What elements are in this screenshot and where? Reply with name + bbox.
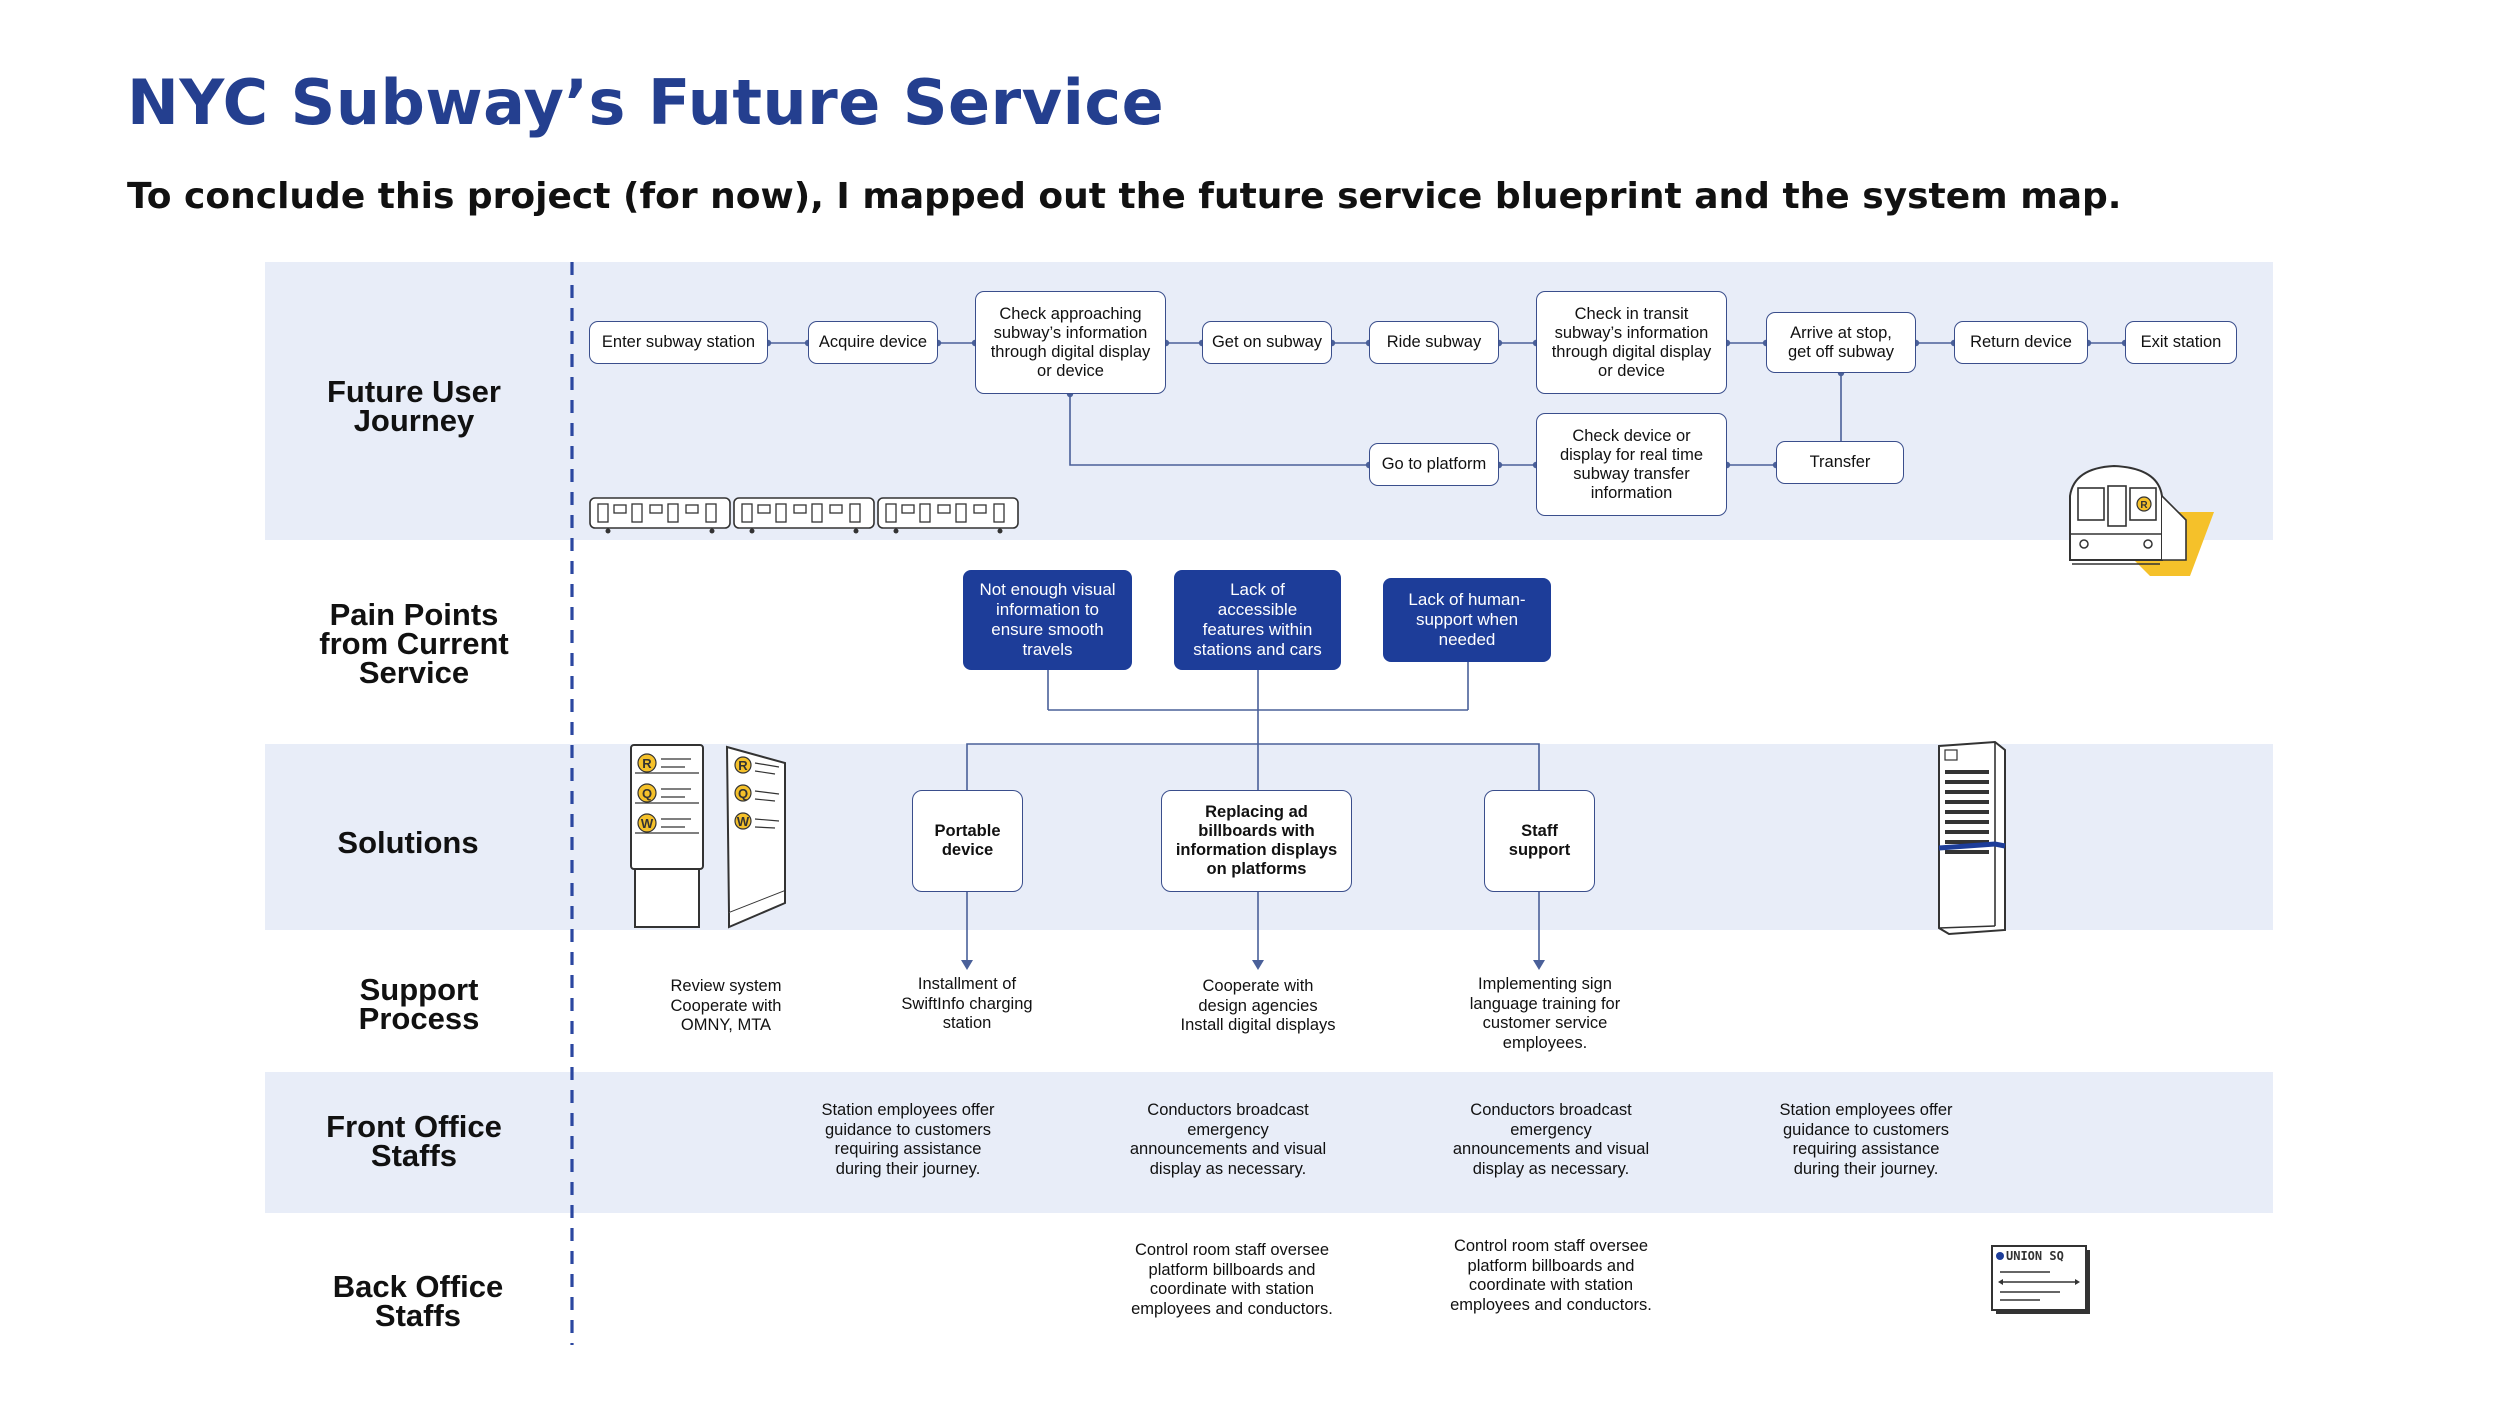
journey-step-get-on-subway: Get on subway <box>1202 321 1332 364</box>
band-journey <box>265 262 2273 540</box>
info-kiosk-icon: R Q W R Q W <box>630 744 786 929</box>
kiosk-letter-w-2: W <box>737 814 750 829</box>
kiosk-letter-q-2: Q <box>738 786 748 801</box>
charging-station-icon <box>1938 740 2006 936</box>
band-front-office <box>265 1072 2273 1213</box>
journey-step-arrive-at-stop: Arrive at stop,get off subway <box>1766 312 1916 373</box>
page-subtitle: To conclude this project (for now), I ma… <box>127 176 2122 217</box>
page-title: NYC Subway’s Future Service <box>127 66 1165 139</box>
journey-step-go-to-platform: Go to platform <box>1369 443 1499 486</box>
journey-step-exit-station: Exit station <box>2125 321 2237 364</box>
train-route-badge: R <box>2140 500 2148 511</box>
lane-label-solutions: Solutions <box>337 825 479 860</box>
journey-step-ride-subway: Ride subway <box>1369 321 1499 364</box>
subway-train-front-icon: R <box>2069 464 2214 576</box>
subway-train-icon <box>589 497 1019 534</box>
journey-step-return-device: Return device <box>1954 321 2088 364</box>
kiosk-letter-r-2: R <box>738 758 748 773</box>
kiosk-letter-q: Q <box>642 786 652 801</box>
station-sign-text: UNION SQ <box>2006 1249 2064 1263</box>
kiosk-letter-w: W <box>641 816 654 831</box>
journey-step-transfer: Transfer <box>1776 441 1904 484</box>
station-sign-icon: UNION SQ <box>1991 1245 2090 1314</box>
journey-step-enter-station: Enter subway station <box>589 321 768 364</box>
kiosk-letter-r: R <box>642 756 652 771</box>
journey-step-acquire-device: Acquire device <box>808 321 938 364</box>
